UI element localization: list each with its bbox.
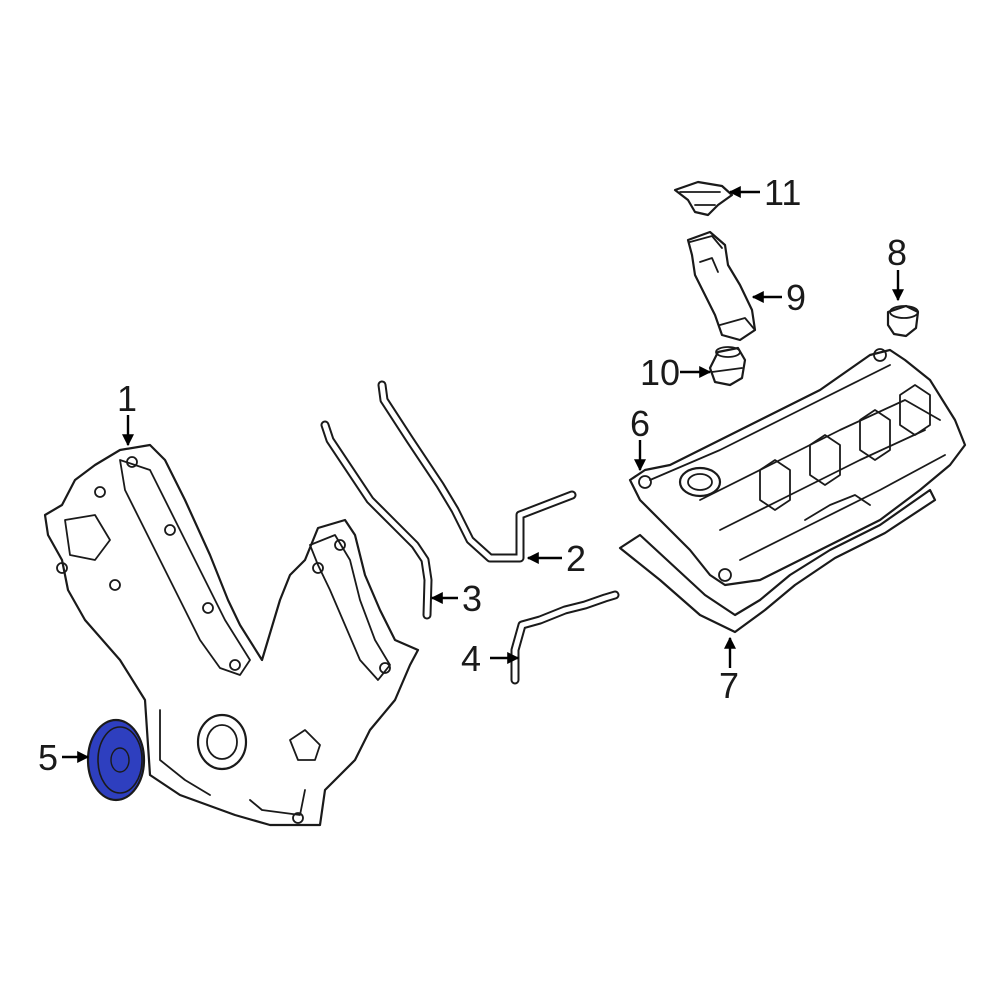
callout-6: 6 (630, 403, 650, 444)
timing-cover-gasket-upper[interactable] (377, 380, 577, 563)
callout-11: 11 (764, 172, 801, 213)
timing-cover-gasket-side[interactable] (320, 420, 433, 620)
crankshaft-seal-highlighted[interactable] (86, 718, 146, 802)
valve-cover-gasket[interactable] (618, 488, 937, 634)
oil-filler-cap[interactable] (673, 180, 734, 217)
oil-filler-tube[interactable] (686, 230, 757, 342)
timing-cover-gasket-lower[interactable] (510, 590, 620, 685)
callout-9: 9 (786, 277, 806, 318)
timing-cover[interactable] (43, 443, 420, 827)
pcv-grommet[interactable] (886, 304, 920, 338)
callout-8: 8 (887, 232, 907, 273)
pcv-fitting[interactable] (708, 346, 747, 387)
callout-2: 2 (566, 538, 586, 579)
callout-4: 4 (461, 638, 481, 679)
callout-labels: 1 2 3 4 5 6 7 8 9 10 11 (38, 172, 907, 778)
callout-1: 1 (117, 378, 137, 419)
callout-5: 5 (38, 737, 58, 778)
callout-7: 7 (719, 665, 739, 706)
valve-cover[interactable] (628, 348, 967, 587)
callout-3: 3 (462, 578, 482, 619)
leader-lines (62, 186, 904, 763)
callout-10: 10 (640, 352, 680, 393)
